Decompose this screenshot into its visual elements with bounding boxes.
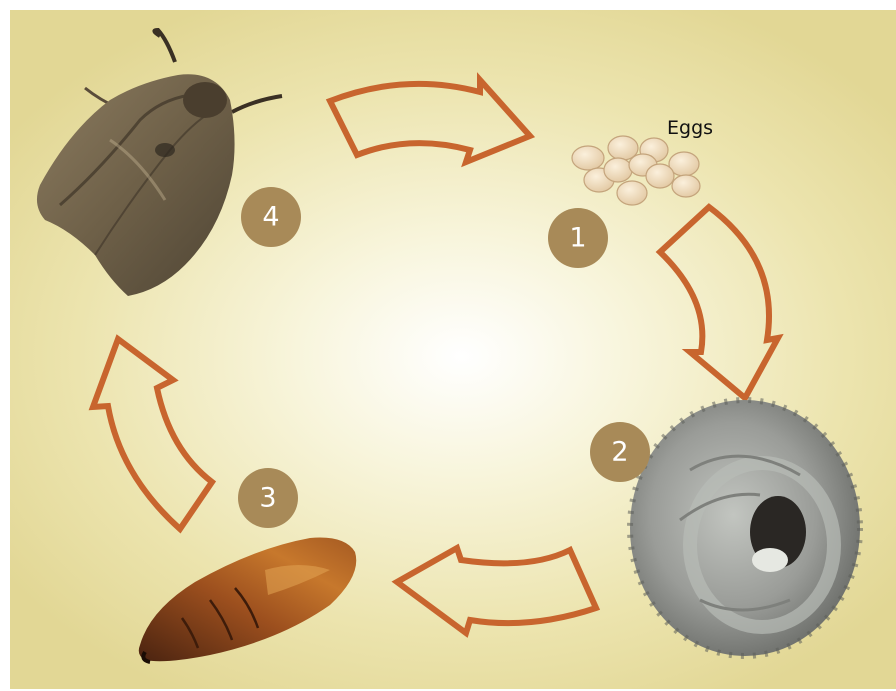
stage-number-2: 2 [611, 437, 628, 468]
eggs-label: Eggs [667, 117, 713, 139]
eggs-icon [572, 136, 700, 205]
larva-icon [630, 400, 860, 656]
stage-number-1: 1 [569, 223, 586, 254]
pupa-icon [139, 538, 356, 662]
arrow-larva-to-pupa [397, 548, 596, 633]
arrow-eggs-to-larva [660, 207, 778, 398]
stage-badge-4: 4 [241, 187, 301, 247]
stage-badge-2: 2 [590, 422, 650, 482]
stage-badge-3: 3 [238, 468, 298, 528]
stage-number-4: 4 [262, 202, 279, 233]
stage-number-3: 3 [259, 483, 276, 514]
stage-badge-1: 1 [548, 208, 608, 268]
arrow-pupa-to-moth [93, 339, 212, 529]
arrow-moth-to-eggs [330, 80, 530, 162]
moth-icon [37, 30, 282, 296]
